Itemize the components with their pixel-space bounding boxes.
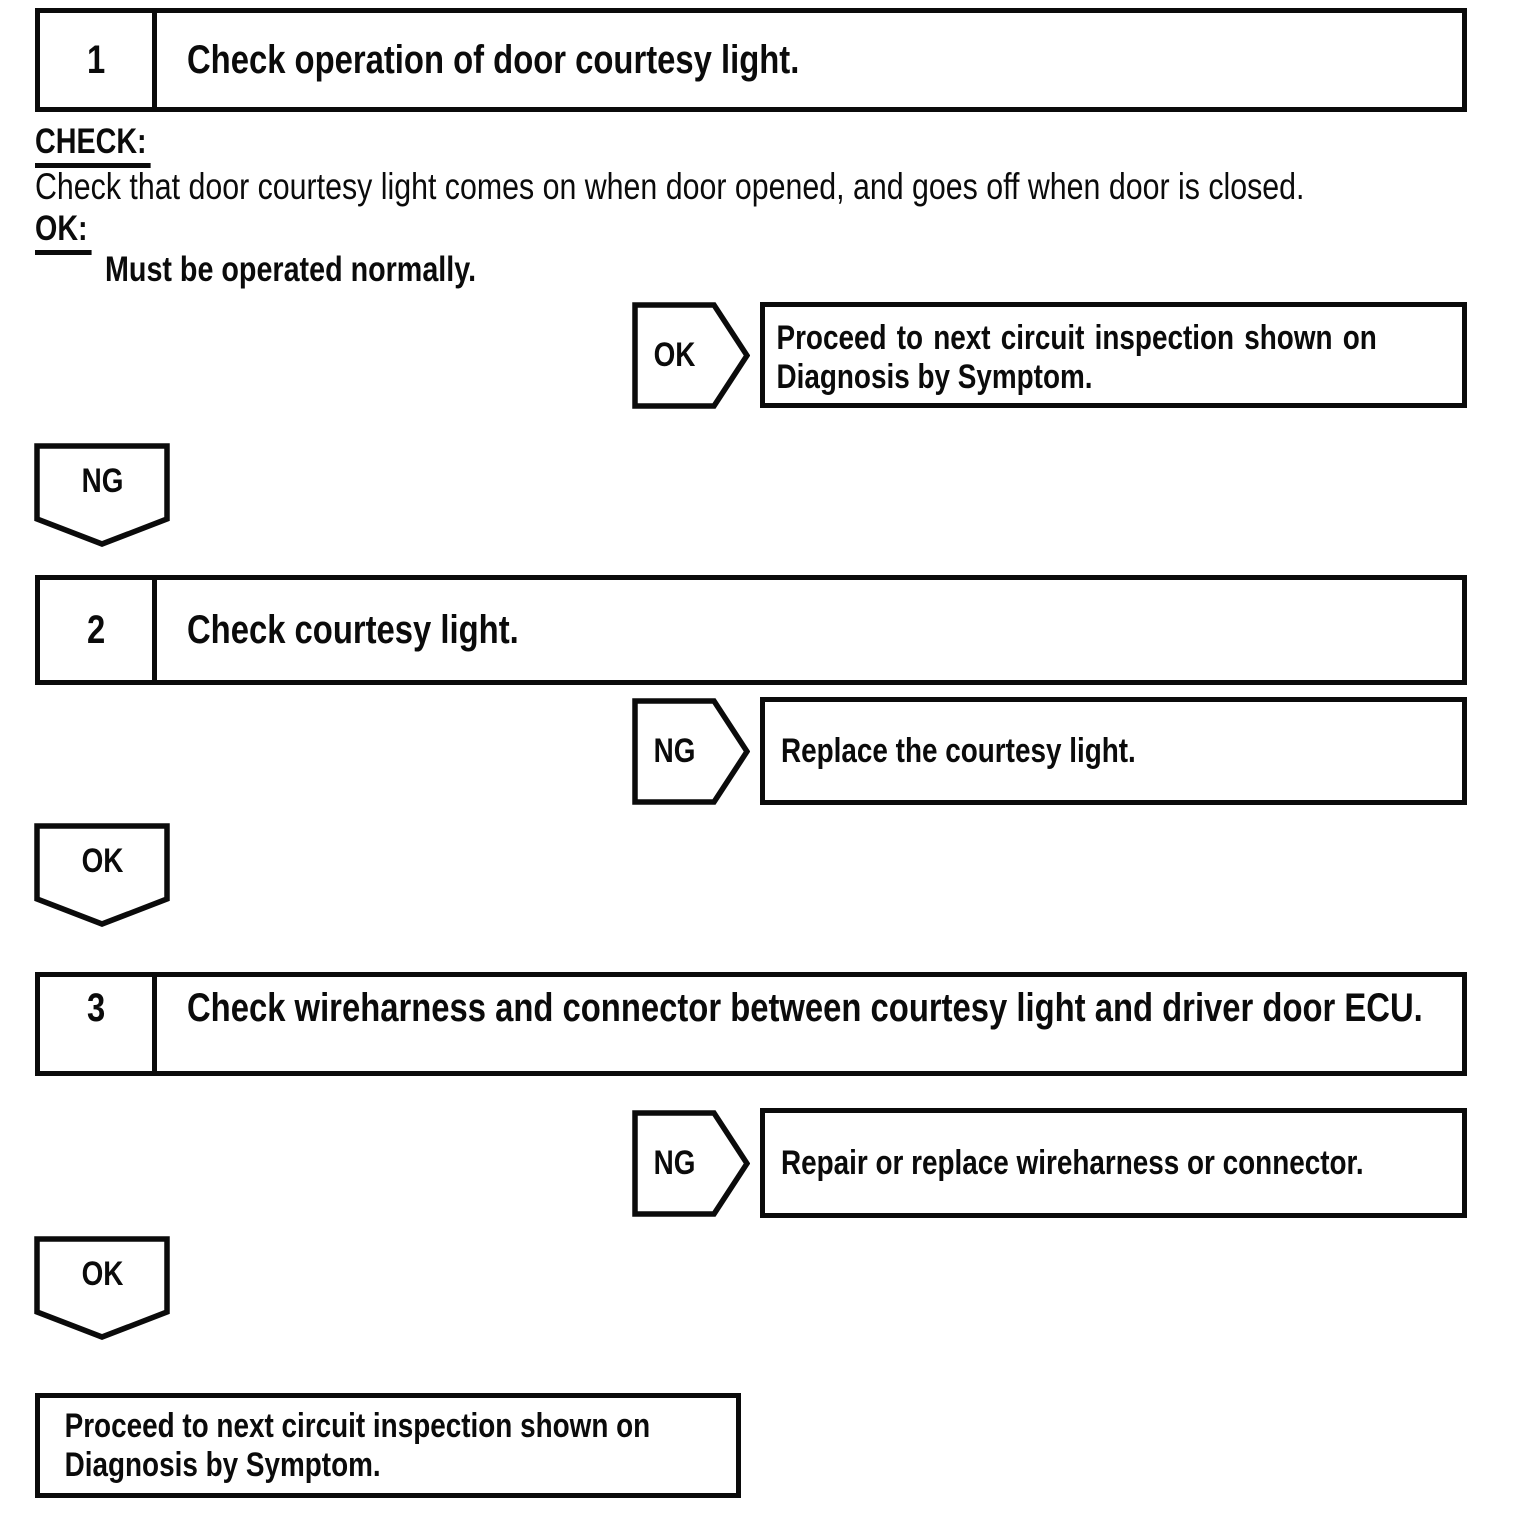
step-3-number-cell: 3 xyxy=(40,977,157,1071)
result-line-1: Proceed to next circuit inspection shown… xyxy=(64,1407,651,1445)
step-number: 2 xyxy=(86,608,106,652)
step-2-box: 2 Check courtesy light. xyxy=(35,575,1467,685)
result-line-2: Diagnosis by Symptom. xyxy=(776,358,1093,396)
connector-label-zone: OK xyxy=(34,1236,170,1312)
final-result-box: Proceed to next circuit inspection shown… xyxy=(35,1393,741,1498)
step-2-ok-down-connector: OK xyxy=(34,823,170,927)
step-2-ng-connector-arrow: NG xyxy=(632,698,750,805)
ng-connector-label: NG xyxy=(81,461,123,500)
step-3-ng-result-box: Repair or replace wireharness or connect… xyxy=(760,1108,1467,1218)
right-arrow-pentagon-icon xyxy=(632,302,750,409)
ok-heading: OK: xyxy=(35,211,92,255)
result-line-1: Proceed to next circuit inspection shown… xyxy=(776,319,1377,357)
down-pentagon-icon xyxy=(34,1236,170,1340)
ng-connector-label: NG xyxy=(653,1144,695,1182)
connector-label-zone: OK xyxy=(34,823,170,899)
check-heading: CHECK: xyxy=(35,124,151,168)
ok-heading-row: OK: xyxy=(35,211,104,255)
step-1-title-cell: Check operation of door courtesy light. xyxy=(157,13,1462,107)
step-3-ng-connector-arrow: NG xyxy=(632,1110,750,1217)
step-1-ok-result-box: Proceed to next circuit inspection shown… xyxy=(760,302,1467,408)
result-text: Repair or replace wireharness or connect… xyxy=(781,1143,1364,1182)
step-3-ok-down-connector: OK xyxy=(34,1236,170,1340)
ng-connector-label: NG xyxy=(653,732,695,770)
right-arrow-pentagon-icon xyxy=(632,698,750,805)
ok-connector-label: OK xyxy=(81,841,123,880)
down-pentagon-icon xyxy=(34,443,170,547)
step-3-title-cell: Check wireharness and connector between … xyxy=(157,977,1462,1071)
step-1-box: 1 Check operation of door courtesy light… xyxy=(35,8,1467,112)
step-number: 1 xyxy=(86,38,106,82)
ok-criteria: Must be operated normally. xyxy=(105,250,477,289)
step-1-ng-down-connector: NG xyxy=(34,443,170,547)
step-1-ok-connector-arrow: OK xyxy=(632,302,750,409)
result-text: Replace the courtesy light. xyxy=(781,731,1136,770)
result-line-2: Diagnosis by Symptom. xyxy=(64,1446,381,1484)
down-pentagon-icon xyxy=(34,823,170,927)
step-1-number-cell: 1 xyxy=(40,13,157,107)
ok-criteria-row: Must be operated normally. xyxy=(105,250,558,290)
result-text: Proceed to next circuit inspection shown… xyxy=(40,1398,651,1485)
step-number: 3 xyxy=(86,986,106,1030)
step-2-ng-result-box: Replace the courtesy light. xyxy=(760,697,1467,805)
right-arrow-pentagon-icon xyxy=(632,1110,750,1217)
step-title: Check courtesy light. xyxy=(187,608,519,652)
connector-label-zone: NG xyxy=(34,443,170,519)
ok-connector-label: OK xyxy=(653,336,695,374)
step-2-title-cell: Check courtesy light. xyxy=(157,580,1462,680)
step-title: Check wireharness and connector between … xyxy=(187,986,1423,1030)
step-title: Check operation of door courtesy light. xyxy=(187,38,800,82)
result-text: Proceed to next circuit inspection shown… xyxy=(765,307,1377,397)
step-2-number-cell: 2 xyxy=(40,580,157,680)
connector-label-zone: NG xyxy=(632,1110,716,1217)
step-3-box: 3 Check wireharness and connector betwee… xyxy=(35,972,1467,1076)
check-heading-row: CHECK: xyxy=(35,124,176,168)
ok-connector-label: OK xyxy=(81,1254,123,1293)
connector-label-zone: NG xyxy=(632,698,716,805)
check-description-row: Check that door courtesy light comes on … xyxy=(35,167,1536,207)
check-description: Check that door courtesy light comes on … xyxy=(35,166,1305,207)
connector-label-zone: OK xyxy=(632,302,716,409)
